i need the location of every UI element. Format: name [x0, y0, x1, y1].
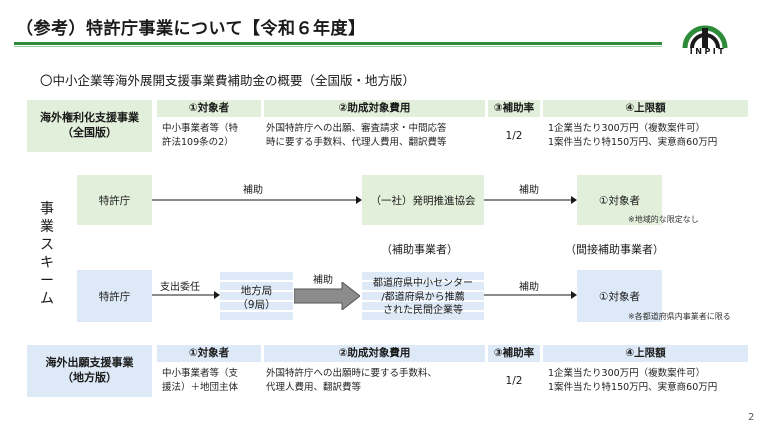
national-rate: 1/2: [488, 130, 540, 142]
national-target-line1: 中小事業者等（特: [162, 122, 260, 136]
regional-row-label: 海外出願支援事業（地方版）: [27, 345, 152, 397]
scheme-label: 事業スキーム: [38, 200, 56, 308]
national-target-line2: 許法109条の2）: [162, 136, 260, 150]
bottom-jpo-box: 特許庁: [77, 270, 152, 322]
col-header-target-2: ①対象者: [157, 345, 261, 362]
col-header-rate-2: ③補助率: [488, 345, 540, 362]
national-label-line2: （全国版）: [40, 126, 139, 141]
regional-cost-line2: 代理人費用、翻訳費等: [266, 381, 486, 395]
regional-label-line1: 海外出願支援事業: [46, 356, 134, 371]
bottom-target-label: ①対象者: [599, 289, 640, 304]
national-limit: 1企業当たり300万円（複数案件可） 1案件当たり特150万円、実意商60万円: [548, 122, 748, 150]
association-label: （一社）発明推進協会: [371, 193, 476, 208]
centers-line2: /都道府県から推薦: [362, 291, 484, 305]
national-cost: 外国特許庁への出願、審査請求・中間応答 時に要する手数料、代理人費用、翻訳費等: [266, 122, 486, 150]
top-target-label: ①対象者: [599, 193, 640, 208]
col-header-limit-2: ④上限額: [543, 345, 748, 362]
regional-limit-line2: 1案件当たり特150万円、実意商60万円: [548, 381, 748, 395]
page-number: 2: [748, 412, 754, 423]
regional-limit: 1企業当たり300万円（複数案件可） 1案件当たり特150万円、実意商60万円: [548, 367, 748, 395]
top-jpo-box: 特許庁: [77, 175, 152, 225]
centers-text: 都道府県中小センター /都道府県から推薦 された民間企業等: [362, 277, 484, 318]
regional-cost-line1: 外国特許庁への出願時に要する手数料、: [266, 367, 486, 381]
page-title: （参考）特許庁事業について【令和６年度】: [16, 14, 366, 39]
national-cost-line2: 時に要する手数料、代理人費用、翻訳費等: [266, 136, 486, 150]
national-row-label: 海外権利化支援事業（全国版）: [27, 100, 152, 152]
indirect-business-label: （間接補助事業者）: [565, 241, 664, 257]
national-limit-line2: 1案件当たり特150万円、実意商60万円: [548, 136, 748, 150]
national-cost-line1: 外国特許庁への出願、審査請求・中間応答: [266, 122, 486, 136]
col-header-cost-2: ②助成対象費用: [264, 345, 485, 362]
regional-target-line1: 中小事業者等（支: [162, 367, 260, 381]
col-header-target: ①対象者: [157, 100, 261, 117]
section-subtitle: 〇中小企業等海外展開支援事業費補助金の概要（全国版・地方版）: [40, 70, 415, 89]
col-header-cost: ②助成対象費用: [264, 100, 485, 117]
top-jpo-label: 特許庁: [99, 193, 131, 208]
bottom-subsidy-label-2: 補助: [519, 278, 539, 293]
regional-label-line2: （地方版）: [46, 371, 134, 386]
title-underline-thin: [14, 46, 662, 47]
national-limit-line1: 1企業当たり300万円（複数案件可）: [548, 122, 748, 136]
subsidy-business-label: （補助事業者）: [381, 241, 458, 257]
top-arrow-2: [484, 195, 577, 205]
top-subsidy-label-2: 補助: [519, 181, 539, 196]
title-underline: [14, 42, 662, 45]
association-box: （一社）発明推進協会: [362, 175, 484, 225]
regional-cost: 外国特許庁への出願時に要する手数料、 代理人費用、翻訳費等: [266, 367, 486, 395]
top-note: ※地域的な限定なし: [628, 214, 699, 225]
col-header-limit: ④上限額: [543, 100, 748, 117]
inpit-logo-icon: [680, 10, 730, 50]
bottom-subsidy-label-1: 補助: [313, 271, 333, 286]
top-subsidy-label-1: 補助: [243, 181, 263, 196]
regional-target-line2: 援法）＋地団主体: [162, 381, 260, 395]
national-label-line1: 海外権利化支援事業: [40, 111, 139, 126]
bottom-block-arrow: [294, 282, 360, 310]
centers-line3: された民間企業等: [362, 304, 484, 318]
regional-rate: 1/2: [488, 375, 540, 387]
regional-limit-line1: 1企業当たり300万円（複数案件可）: [548, 367, 748, 381]
national-target: 中小事業者等（特 許法109条の2）: [162, 122, 260, 150]
bottom-jpo-label: 特許庁: [99, 289, 131, 304]
centers-line1: 都道府県中小センター: [362, 277, 484, 291]
top-arrow-1: [152, 195, 362, 205]
delegation-label: 支出委任: [160, 278, 200, 293]
regional-bureau-text: 地方局 （9局）: [220, 284, 293, 312]
regional-target: 中小事業者等（支 援法）＋地団主体: [162, 367, 260, 395]
col-header-rate: ③補助率: [488, 100, 540, 117]
bureau-line1: 地方局: [220, 284, 293, 298]
logo-text: INPIT: [680, 47, 736, 56]
bottom-note: ※各都道府県内事業者に限る: [628, 311, 731, 322]
bureau-line2: （9局）: [220, 298, 293, 312]
